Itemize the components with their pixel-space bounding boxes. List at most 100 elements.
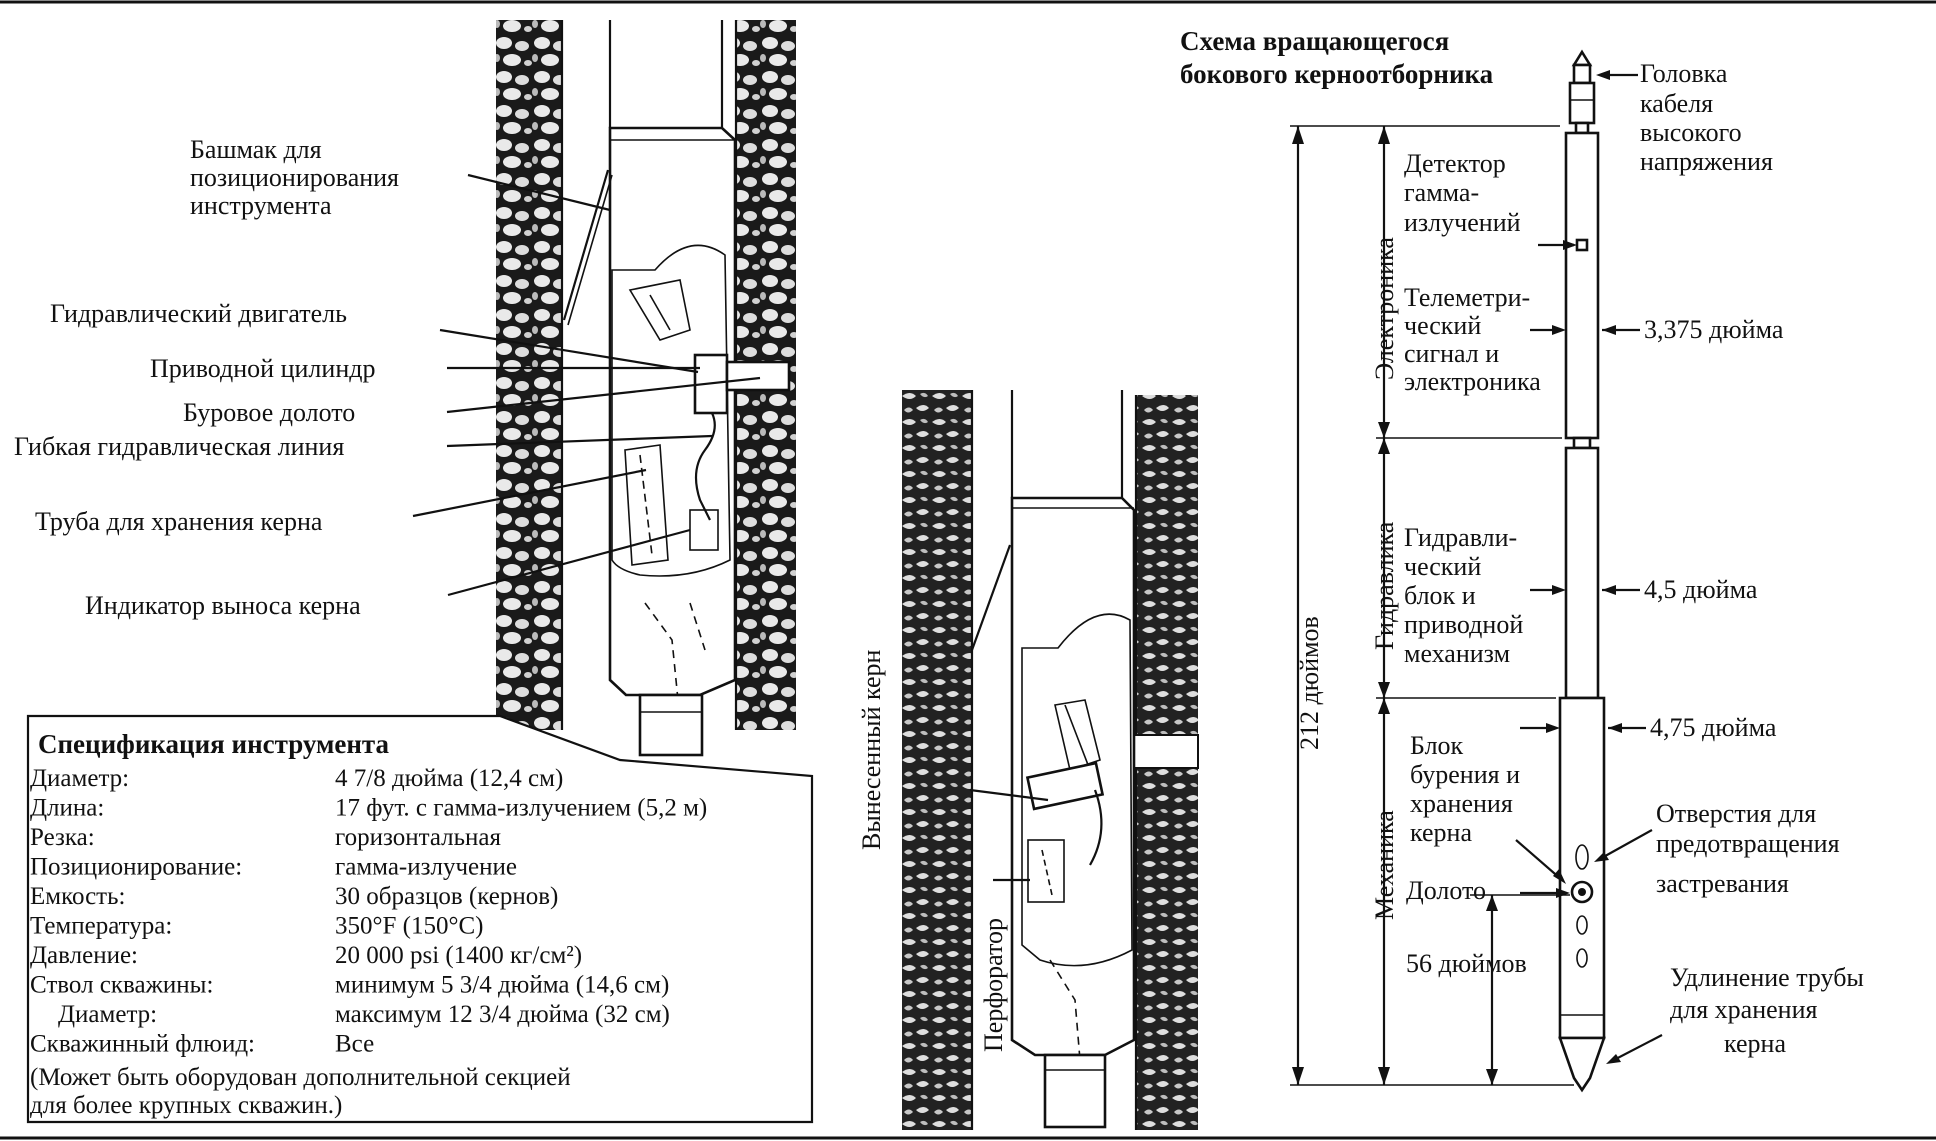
spec-row-key: Давление: <box>30 942 138 969</box>
gamma-detector-label-2: гамма- <box>1404 178 1479 207</box>
spec-table: Диаметр: 4 7/8 дюйма (12,4 см) Длина: 17 фу… <box>30 765 707 1058</box>
positioning-shoe-label-3: инструмента <box>190 191 332 220</box>
spec-row-key: Емкость: <box>30 883 125 910</box>
bit-label: Долото <box>1406 876 1486 905</box>
scheme-title-1: Схема вращающегося <box>1180 26 1449 56</box>
hydraulic-block-label-4: приводной <box>1404 610 1523 639</box>
left-tool-figure: Башмак для позиционирования инструмента … <box>14 20 796 757</box>
spec-row-key: Позиционирование: <box>30 854 242 881</box>
spec-row-value: гамма-излучение <box>335 854 517 881</box>
tool-nose <box>638 693 704 757</box>
middle-tool-figure: Вынесенный керн Перфоратор <box>857 390 1199 1130</box>
diameter-label-2: 4,5 дюйма <box>1644 575 1758 604</box>
spec-row-value: минимум 5 3/4 дюйма (14,6 см) <box>335 972 669 999</box>
telemetry-label-4: электроника <box>1404 367 1541 396</box>
hydraulic-block-label-5: механизм <box>1404 639 1510 668</box>
spec-note-2: для более крупных скважин.) <box>30 1092 342 1119</box>
spec-row-value: максимум 12 3/4 дюйма (32 см) <box>335 1001 670 1028</box>
spec-title: Спецификация инструмента <box>38 729 390 759</box>
spec-row-value: Все <box>335 1031 374 1058</box>
right-tool-figure: Схема вращающегося бокового керноотборни… <box>1180 26 1864 1093</box>
hydraulic-block-label-3: блок и <box>1404 581 1476 610</box>
hydraulic-motor-label: Гидравлический двигатель <box>50 299 347 328</box>
mid-tool-nose <box>1043 1053 1107 1129</box>
anti-stick-hole-3 <box>1576 948 1588 968</box>
mechanics-section <box>1558 696 1606 1040</box>
mid-right-wall-upper <box>1136 395 1198 735</box>
core-storage-tube <box>624 444 669 566</box>
hydraulic-block-label-2: ческий <box>1404 552 1481 581</box>
tube-extension <box>1558 1036 1606 1093</box>
anti-stick-label-3: застревания <box>1656 869 1789 898</box>
spec-row-key: Ствол скважины: <box>30 972 213 999</box>
spec-row-key: Температура: <box>30 913 172 940</box>
spec-row-key: Диаметр: <box>58 1001 157 1028</box>
mid-core-tube <box>1027 839 1065 903</box>
gamma-detector-marker <box>1575 238 1589 252</box>
anti-stick-label-1: Отверстия для <box>1656 799 1816 828</box>
cable-head-label-2: кабеля <box>1640 89 1713 118</box>
total-length-label: 212 дюймов <box>1295 616 1324 750</box>
drill-block-label-3: хранения <box>1410 789 1513 818</box>
spec-row-value: 350°F (150°C) <box>335 913 483 940</box>
spec-box: Спецификация инструмента Диаметр: 4 7/8 д… <box>26 714 814 1124</box>
gamma-detector-label-3: излучений <box>1404 208 1521 237</box>
left-formation-wall <box>496 20 562 730</box>
spec-row-key: Резка: <box>30 824 95 851</box>
telemetry-label-2: ческий <box>1404 311 1481 340</box>
cable-head-label-3: высокого <box>1640 118 1742 147</box>
anti-stick-hole-2 <box>1576 915 1588 935</box>
section-mechanics-label: Механика <box>1370 810 1399 920</box>
spec-row-value: 17 фут. с гамма-излучением (5,2 м) <box>335 795 707 822</box>
mid-left-wall <box>902 390 972 1130</box>
spec-row-key: Длина: <box>30 795 104 822</box>
anti-stick-label-2: предотвращения <box>1656 829 1840 858</box>
cable-head-label-4: напряжения <box>1640 147 1773 176</box>
telemetry-label-1: Телеметри- <box>1404 283 1530 312</box>
drill-block-label-2: бурения и <box>1410 760 1520 789</box>
cable-head-label-1: Головка <box>1640 59 1728 88</box>
section-hydraulics-label: Гидравлика <box>1370 521 1399 650</box>
drill-block-label-1: Блок <box>1410 731 1464 760</box>
core-indicator-label: Индикатор выноса керна <box>85 591 361 620</box>
diameter-label-1: 3,375 дюйма <box>1644 315 1784 344</box>
spec-note-1: (Может быть оборудован дополнительной се… <box>30 1064 571 1091</box>
positioning-shoe-label-2: позиционирования <box>190 163 399 192</box>
drive-cylinder-label: Приводной цилиндр <box>150 354 375 383</box>
cable-head <box>1568 81 1596 125</box>
core-tube-label: Труба для хранения керна <box>35 507 323 536</box>
tube-extension-label-3: керна <box>1724 1029 1786 1058</box>
removed-core-label: Вынесенный керн <box>857 649 886 850</box>
perforator-label: Перфоратор <box>979 918 1008 1052</box>
mid-right-wall-lower <box>1136 768 1198 1130</box>
flex-line-label: Гибкая гидравлическая линия <box>14 432 344 461</box>
section-electronics-label: Электроника <box>1370 237 1399 380</box>
mid-hydraulic-motor <box>1025 761 1105 811</box>
drill-bit-label: Буровое долото <box>183 398 355 427</box>
drill-bit <box>725 360 791 392</box>
spec-row-key: Скважинный флюид: <box>30 1031 255 1058</box>
spec-row-value: 30 образцов (кернов) <box>335 883 558 910</box>
hydraulic-block-label-1: Гидравли- <box>1404 523 1517 552</box>
positioning-shoe <box>562 169 610 321</box>
core-hole <box>1123 734 1199 769</box>
hydraulics-section <box>1564 446 1600 700</box>
bottom-length-label: 56 дюймов <box>1406 949 1527 978</box>
spec-row-value: горизонтальная <box>335 824 502 851</box>
mid-positioning-shoe <box>970 544 1012 651</box>
spec-row-value: 20 000 psi (1400 кг/см²) <box>335 942 582 969</box>
positioning-shoe-label-1: Башмак для <box>190 135 322 164</box>
flex-hydraulic-line <box>694 412 716 521</box>
spec-row-value: 4 7/8 дюйма (12,4 см) <box>335 765 563 792</box>
electronics-section <box>1564 131 1600 440</box>
tube-extension-label-1: Удлинение трубы <box>1670 963 1864 992</box>
telemetry-label-3: сигнал и <box>1404 339 1499 368</box>
drill-block-label-4: керна <box>1410 818 1472 847</box>
diameter-label-3: 4,75 дюйма <box>1650 713 1777 742</box>
scheme-title-2: бокового керноотборника <box>1180 59 1494 89</box>
tube-extension-label-2: для хранения <box>1670 995 1817 1024</box>
cutaway-window <box>611 244 731 577</box>
gamma-detector-label-1: Детектор <box>1404 149 1506 178</box>
cable-head-tip <box>1571 49 1593 67</box>
